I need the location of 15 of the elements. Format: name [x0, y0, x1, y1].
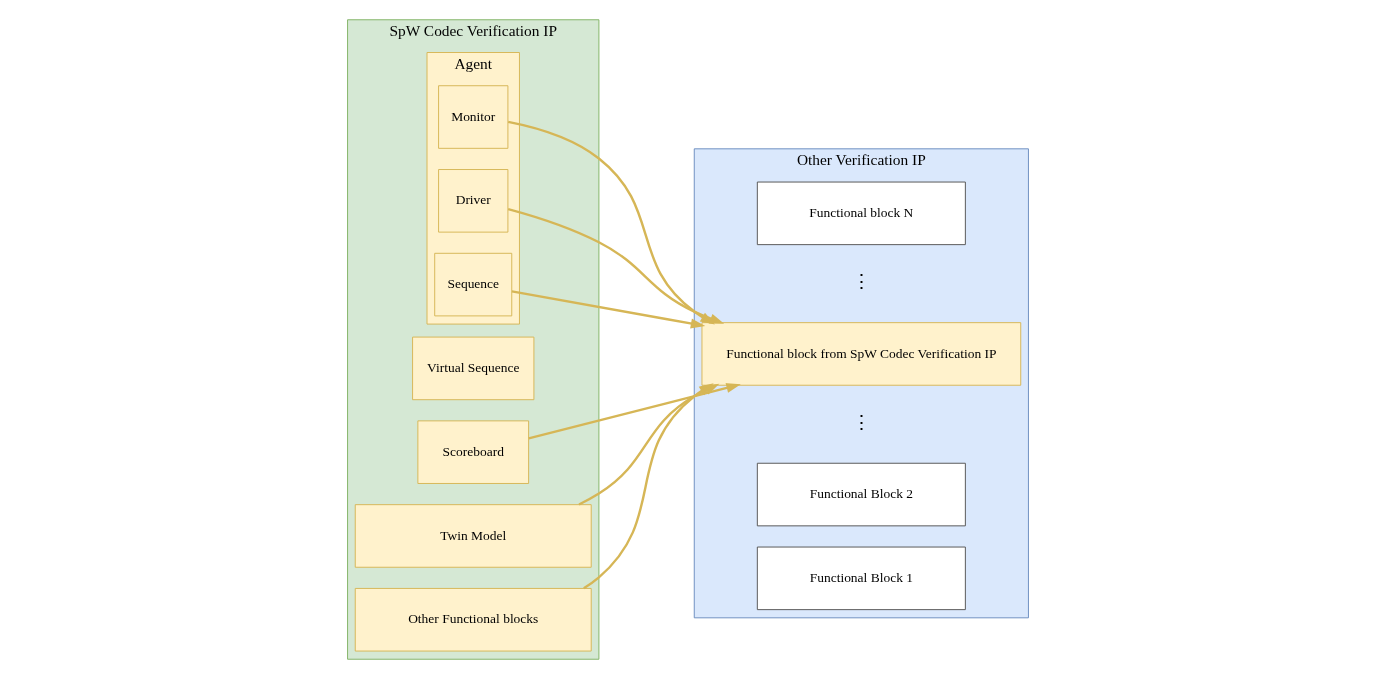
node-box: Twin Model: [354, 504, 592, 568]
node-box: Scoreboard: [416, 420, 529, 484]
node-box: Monitor: [437, 85, 508, 149]
arrow: [511, 290, 705, 329]
node-box: Sequence: [433, 252, 512, 317]
node-box: Functional block from SpW Codec Verification IP: [701, 322, 1021, 386]
arrow: [582, 383, 714, 590]
node-box: Driver: [437, 169, 508, 233]
node-box: Functional block N: [756, 181, 966, 246]
node-box: Functional Block 2: [756, 462, 966, 527]
node-box: Functional Block 1: [756, 546, 966, 611]
label: ⋮: [851, 271, 871, 293]
node-box: Virtual Sequence: [411, 336, 534, 401]
node-box: Other Functional blocks: [354, 587, 592, 652]
label: ⋮: [851, 412, 871, 434]
